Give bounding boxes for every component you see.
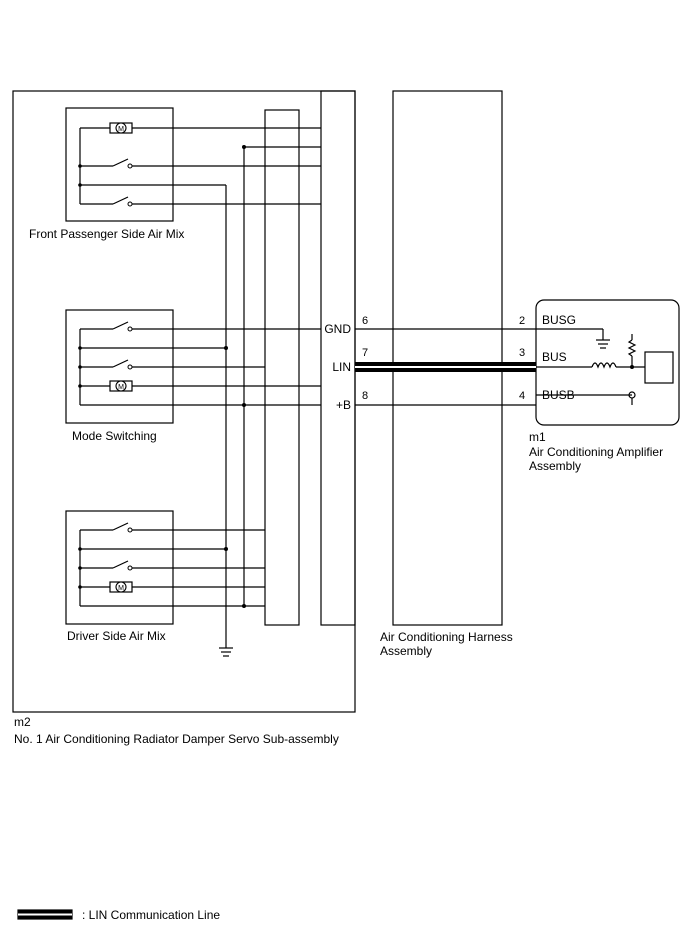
terminal-b: +B [336, 398, 351, 412]
busb-internal [536, 391, 636, 405]
mode-switching-label: Mode Switching [72, 429, 157, 443]
m1-code: m1 [529, 430, 546, 444]
m1-name-1: Air Conditioning Amplifier [529, 445, 663, 459]
front-passenger-box [65, 107, 174, 222]
pin-6: 6 [362, 315, 368, 327]
pin-2: 2 [519, 315, 525, 327]
terminal-lin: LIN [332, 360, 351, 374]
svg-text:M: M [118, 585, 124, 592]
mode-switching-wiring [79, 321, 321, 406]
motor-icon-3: M [109, 581, 133, 593]
svg-text:M: M [118, 126, 124, 133]
harness-label-2: Assembly [380, 644, 432, 658]
terminal-bus: BUS [542, 350, 567, 364]
legend-label: : LIN Communication Line [82, 908, 220, 922]
m2-code: m2 [14, 715, 31, 729]
internal-bus-bar [264, 109, 300, 626]
driver-side-label: Driver Side Air Mix [67, 629, 166, 643]
pin-3: 3 [519, 347, 525, 359]
terminal-busg: BUSG [542, 313, 576, 327]
lin-communication-line [355, 362, 536, 372]
front-passenger-wiring [79, 127, 321, 205]
front-passenger-label: Front Passenger Side Air Mix [29, 227, 184, 241]
pin-4: 4 [519, 390, 525, 402]
terminal-busb: BUSB [542, 388, 575, 402]
harness-box [392, 90, 503, 626]
m2-outer-box [12, 90, 356, 713]
motor-icon-2: M [109, 380, 133, 392]
ground-symbol-left [219, 647, 233, 657]
m1-name-2: Assembly [529, 459, 581, 473]
busg-internal [536, 328, 610, 349]
driver-side-wiring [79, 522, 265, 607]
m2-connector-strip [320, 90, 356, 626]
pin-8: 8 [362, 390, 368, 402]
harness-label-1: Air Conditioning Harness [380, 630, 513, 644]
terminal-gnd: GND [324, 322, 351, 336]
m2-name: No. 1 Air Conditioning Radiator Damper S… [14, 732, 339, 746]
pin-7: 7 [362, 347, 368, 359]
svg-text:M: M [118, 384, 124, 391]
motor-icon-1: M [109, 122, 133, 134]
legend-line-sample [18, 910, 72, 919]
switch-contacts [127, 163, 133, 571]
junction-dots [78, 145, 634, 608]
